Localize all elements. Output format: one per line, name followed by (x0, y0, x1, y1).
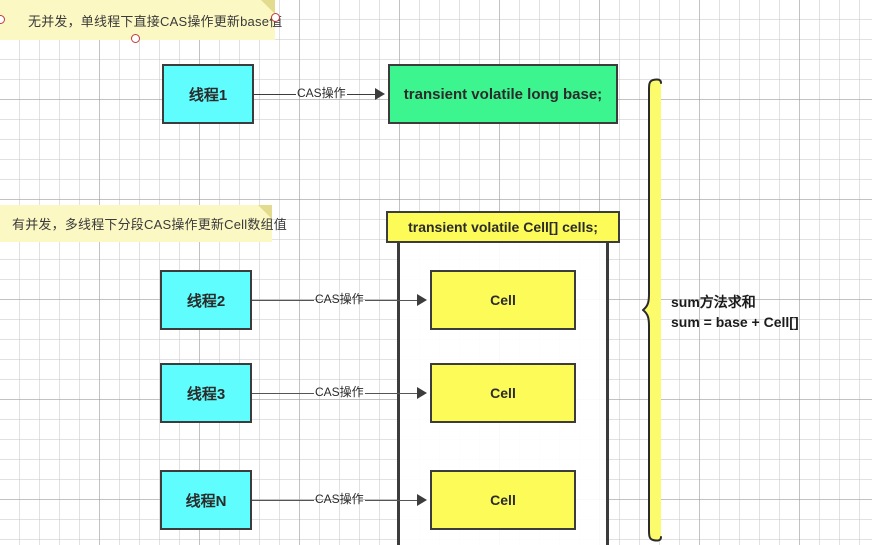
thread-box-2[interactable]: 线程2 (160, 270, 252, 330)
arrowhead-icon (416, 494, 427, 506)
thread-box-2-label: 线程2 (186, 292, 226, 310)
base-field-label: transient volatile long base; (403, 85, 603, 103)
sticky-note-no-concurrency[interactable]: 无并发，单线程下直接CAS操作更新base值 (0, 0, 282, 40)
cell-box-3[interactable]: Cell (430, 470, 576, 530)
connector-line (252, 392, 314, 394)
note-handle-right[interactable] (271, 13, 280, 22)
cell-box-2-label: Cell (490, 385, 516, 401)
sum-caption-line-1: sum方法求和 (671, 294, 756, 310)
note-handle-bottom[interactable] (131, 34, 140, 43)
connector-label: CAS操作 (315, 292, 364, 306)
thread-box-1[interactable]: 线程1 (162, 64, 254, 124)
thread-box-n[interactable]: 线程N (160, 470, 252, 530)
connector-label: CAS操作 (297, 86, 346, 100)
connector-thread2-to-cell1: CAS操作 (252, 293, 430, 307)
connector-line (254, 93, 296, 95)
thread-box-3[interactable]: 线程3 (160, 363, 252, 423)
arrowhead-icon (416, 294, 427, 306)
base-field-box[interactable]: transient volatile long base; (388, 64, 618, 124)
connector-threadn-to-cell3: CAS操作 (252, 493, 430, 507)
sticky-note-concurrency-text: 有并发，多线程下分段CAS操作更新Cell数组值 (12, 217, 287, 232)
thread-box-n-label: 线程N (185, 492, 227, 510)
arrowhead-icon (416, 387, 427, 399)
connector-label: CAS操作 (315, 385, 364, 399)
cell-box-1-label: Cell (490, 292, 516, 308)
cell-box-3-label: Cell (490, 492, 516, 508)
sum-brace (640, 78, 674, 544)
sum-caption-line-2: sum = base + Cell[] (671, 314, 799, 331)
connector-label: CAS操作 (315, 492, 364, 506)
sticky-note-no-concurrency-text: 无并发，单线程下直接CAS操作更新base值 (28, 13, 283, 29)
connector-line (252, 499, 314, 501)
connector-line (252, 299, 314, 301)
cell-box-2[interactable]: Cell (430, 363, 576, 423)
arrowhead-icon (374, 88, 385, 100)
connector-thread3-to-cell2: CAS操作 (252, 386, 430, 400)
sticky-note-concurrency[interactable]: 有并发，多线程下分段CAS操作更新Cell数组值 (0, 205, 287, 242)
thread-box-3-label: 线程3 (186, 385, 226, 403)
sum-caption: sum方法求和 sum = base + Cell[] (671, 292, 799, 333)
cell-box-1[interactable]: Cell (430, 270, 576, 330)
thread-box-1-label: 线程1 (188, 86, 228, 104)
connector-line (346, 93, 375, 95)
connector-line (364, 499, 417, 501)
cells-field-box[interactable]: transient volatile Cell[] cells; (386, 211, 620, 243)
connector-line (364, 392, 417, 394)
connector-line (364, 299, 417, 301)
note-handle-left[interactable] (0, 15, 5, 24)
connector-thread1-to-base: CAS操作 (254, 87, 388, 101)
cells-field-label: transient volatile Cell[] cells; (408, 219, 598, 235)
